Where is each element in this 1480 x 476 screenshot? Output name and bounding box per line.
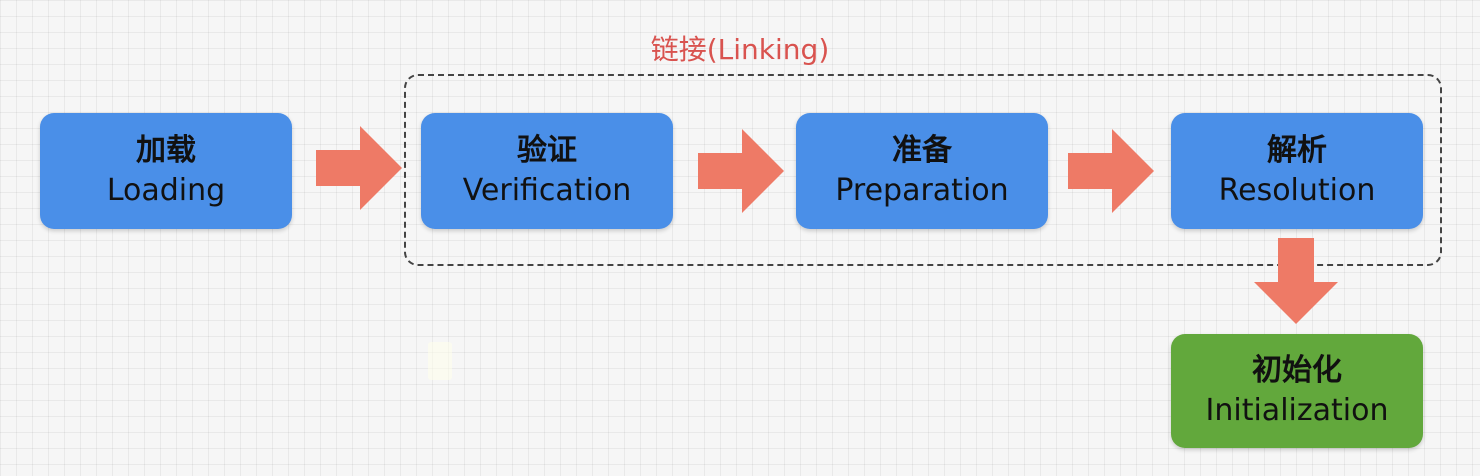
cursor-highlight xyxy=(428,342,452,380)
node-resolution: 解析 Resolution xyxy=(1171,113,1423,229)
linking-group-boundary xyxy=(404,74,1442,266)
node-verification: 验证 Verification xyxy=(421,113,673,229)
node-resolution-en: Resolution xyxy=(1218,173,1376,208)
node-initialization-zh: 初始化 xyxy=(1252,353,1342,388)
node-resolution-zh: 解析 xyxy=(1267,133,1327,168)
node-verification-en: Verification xyxy=(462,173,632,208)
node-preparation: 准备 Preparation xyxy=(796,113,1048,229)
node-initialization: 初始化 Initialization xyxy=(1171,334,1423,448)
node-loading: 加载 Loading xyxy=(40,113,292,229)
node-loading-zh: 加载 xyxy=(136,133,196,168)
arrow-down-icon xyxy=(1254,238,1338,324)
node-verification-zh: 验证 xyxy=(517,133,577,168)
node-preparation-zh: 准备 xyxy=(892,133,952,168)
node-preparation-en: Preparation xyxy=(835,173,1009,208)
node-loading-en: Loading xyxy=(106,173,226,208)
arrow-right-icon xyxy=(1068,129,1154,213)
arrow-right-icon xyxy=(316,126,402,210)
linking-group-label: 链接(Linking) xyxy=(650,33,830,66)
node-initialization-en: Initialization xyxy=(1205,393,1389,428)
arrow-right-icon xyxy=(698,129,784,213)
